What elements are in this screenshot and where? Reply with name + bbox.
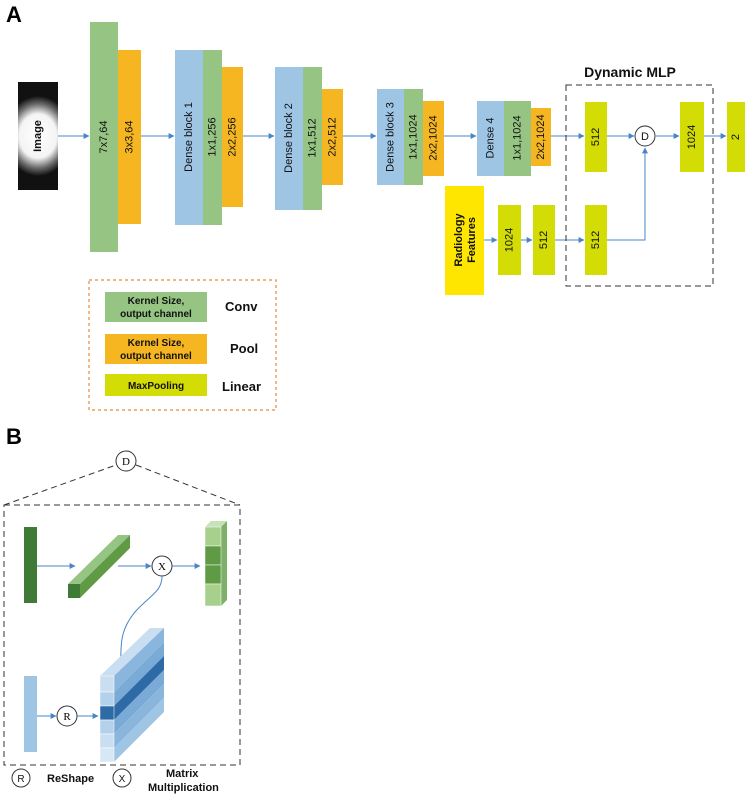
dynamic-mlp-frame xyxy=(565,84,714,287)
conv-block-1x1-256-label: 1x1,256 xyxy=(206,117,218,156)
dense-block-2-label: Dense block 2 xyxy=(283,103,295,173)
legend-reshape-symbol: R xyxy=(17,774,24,785)
legend-frame xyxy=(88,279,277,411)
pool-block-3x3 xyxy=(118,50,141,224)
pool-block-2x2-1024-b xyxy=(531,108,551,166)
legend-conv-line1: Kernel Size, xyxy=(128,296,185,307)
pool-block-3x3-label: 3x3,64 xyxy=(123,120,135,153)
dense-block-2 xyxy=(275,67,303,210)
legend-conv-line2: output channel xyxy=(120,309,192,320)
conv-block-1x1-1024-b-label: 1x1,1024 xyxy=(511,115,523,160)
dynamic-mlp-title: Dynamic MLP xyxy=(584,64,676,80)
dense-block-1 xyxy=(175,50,203,225)
pool-block-2x2-1024-label: 2x2,1024 xyxy=(427,115,439,160)
light-blue-vector xyxy=(24,676,37,752)
legend-conv-swatch xyxy=(105,292,207,322)
stage-2: Dense block 1 1x1,256 2x2,256 xyxy=(175,50,243,225)
radiology-linear-1024 xyxy=(498,205,521,275)
legend-conv-label: Conv xyxy=(225,299,258,314)
dense-block-3-label: Dense block 3 xyxy=(384,102,396,172)
stage-4: Dense block 3 1x1,1024 2x2,1024 xyxy=(377,89,444,185)
pool-block-2x2-512-label: 2x2,512 xyxy=(326,117,338,156)
linear-1024-mlp xyxy=(680,102,704,172)
linear-512-c xyxy=(585,205,607,275)
stage-3: Dense block 2 1x1,512 2x2,512 xyxy=(275,67,343,210)
dense-block-4-label: Dense 4 xyxy=(484,118,496,159)
linear-output-2-label: 2 xyxy=(730,134,742,140)
panel-a-label: A xyxy=(6,2,22,27)
dense-block-3 xyxy=(377,89,404,185)
dark-green-vector xyxy=(24,527,37,603)
radiology-features-block xyxy=(445,186,484,295)
dense-block-4 xyxy=(477,101,504,176)
input-image: Image xyxy=(0,82,78,190)
panel-b-legend: R ReShape X Matrix Multiplication xyxy=(11,768,219,794)
conv-block-1x1-512 xyxy=(303,67,322,210)
detail-frame xyxy=(3,504,241,766)
dynamic-op-node xyxy=(634,125,656,147)
radiology-features-line2: Features xyxy=(466,217,478,263)
dynamic-op-node-label: D xyxy=(641,131,649,143)
linear-1024-mlp-label: 1024 xyxy=(686,125,698,149)
legend-pool-line2: output channel xyxy=(120,351,192,362)
conv-block-1x1-1024 xyxy=(404,89,423,185)
dense-block-1-label: Dense block 1 xyxy=(183,102,195,172)
pool-block-2x2-256-label: 2x2,256 xyxy=(226,117,238,156)
legend-matmul-line2: Multiplication xyxy=(148,782,219,794)
panel-b-label: B xyxy=(6,424,22,449)
matrix-mult-node-label: X xyxy=(158,561,166,573)
dynamic-op-detail: D X R xyxy=(3,450,241,766)
linear-output-2 xyxy=(727,102,745,172)
legend-matmul-symbol: X xyxy=(119,774,126,785)
pool-block-2x2-256 xyxy=(222,67,243,207)
detail-op-d xyxy=(115,450,137,472)
conv-block-1x1-512-label: 1x1,512 xyxy=(306,118,318,157)
radiology-features-line1: Radiology xyxy=(453,213,465,267)
linear-512-a-label: 512 xyxy=(590,128,602,146)
legend-pool-label: Pool xyxy=(230,341,258,356)
legend-linear-swatch xyxy=(105,374,207,396)
stage-5: Dense 4 1x1,1024 2x2,1024 xyxy=(477,101,551,176)
linear-512-c-label: 512 xyxy=(590,231,602,249)
input-image-label: Image xyxy=(32,120,44,152)
legend: Kernel Size, output channel Conv Kernel … xyxy=(88,279,277,411)
pool-block-2x2-1024-b-label: 2x2,1024 xyxy=(535,114,547,159)
legend-linear-text: MaxPooling xyxy=(128,381,184,392)
detail-op-d-label: D xyxy=(122,456,130,468)
radiology-linear-512 xyxy=(533,205,555,275)
pool-block-2x2-512 xyxy=(322,89,343,185)
reshape-node-label: R xyxy=(63,711,71,723)
radiology-linear-512-label: 512 xyxy=(538,231,550,249)
legend-pool-line1: Kernel Size, xyxy=(128,338,185,349)
radiology-linear-1024-label: 1024 xyxy=(503,228,515,252)
linear-512-a xyxy=(585,102,607,172)
conv-block-1x1-1024-b xyxy=(504,101,531,176)
pool-block-2x2-1024 xyxy=(423,101,444,176)
legend-linear-label: Linear xyxy=(222,379,261,394)
conv-block-1x1-1024-label: 1x1,1024 xyxy=(407,114,419,159)
conv-block-1x1-256 xyxy=(203,50,222,225)
conv-block-7x7 xyxy=(90,22,118,252)
conv-block-7x7-label: 7x7,64 xyxy=(98,120,110,153)
legend-matmul-line1: Matrix xyxy=(166,768,199,780)
reshaped-matrix xyxy=(99,628,164,763)
legend-pool-swatch xyxy=(105,334,207,364)
main-path-arrows xyxy=(58,133,727,243)
stage-1: 7x7,64 3x3,64 xyxy=(90,22,141,252)
dynamic-mlp: Dynamic MLP 512 D 1024 2 512 xyxy=(565,64,745,287)
legend-reshape-label: ReShape xyxy=(47,773,94,785)
radiology-branch: Radiology Features 1024 512 xyxy=(445,186,555,295)
